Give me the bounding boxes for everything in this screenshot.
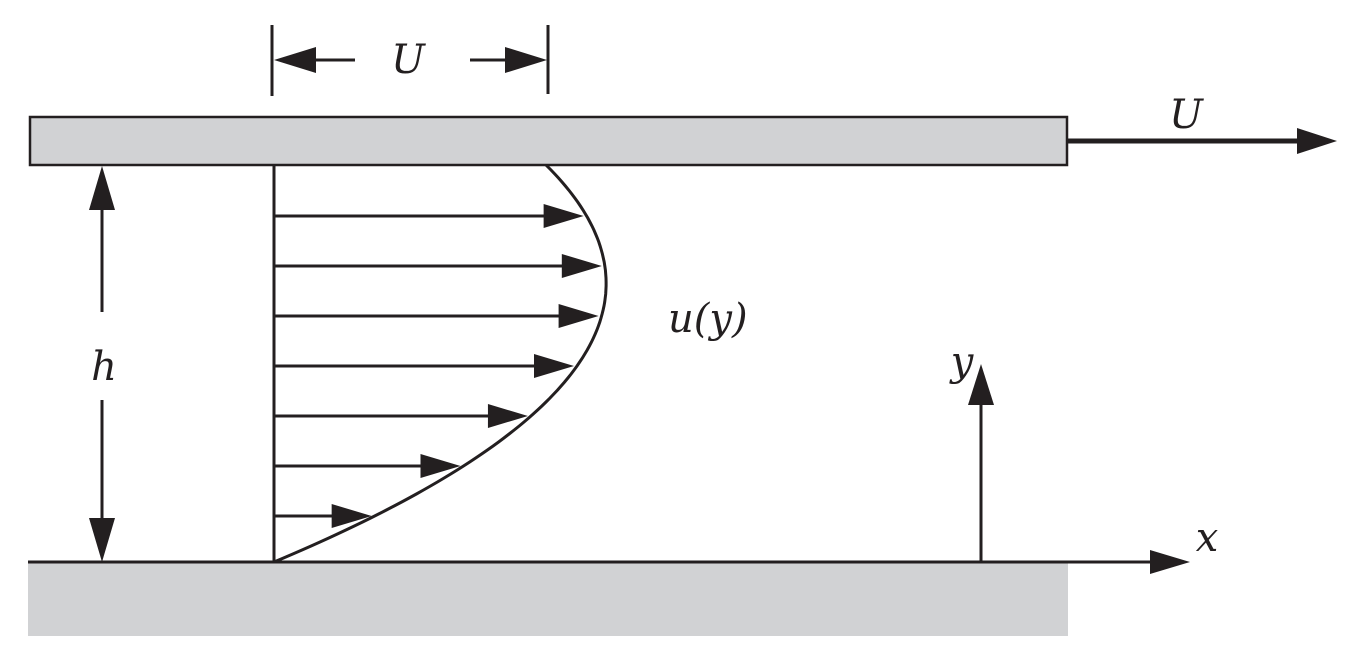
x-axis-arrowhead [1150,550,1190,574]
plate-velocity-label-right: U [1169,92,1204,138]
velocity-vectors [274,204,602,528]
velocity-vector-arrowhead [420,454,461,478]
velocity-vector-arrowhead [561,254,602,278]
velocity-vector-arrowhead [533,354,574,378]
y-axis-label: y [949,339,975,385]
velocity-profile-label: u(y) [668,296,748,342]
plate-velocity-arrow [1067,128,1337,154]
velocity-label-top: U [391,37,426,83]
top-moving-plate [28,115,1069,167]
height-dimension [89,166,115,562]
bottom-wall [28,562,1068,636]
x-axis-label: x [1196,515,1219,561]
height-label: h [91,344,117,390]
velocity-vector-arrowhead [331,504,372,528]
y-axis [968,364,994,562]
velocity-vector-arrowhead [543,204,584,228]
velocity-dimension-top [270,25,550,96]
y-axis-arrowhead [968,364,994,405]
velocity-vector-arrowhead [487,404,528,428]
velocity-vector-arrowhead [558,304,599,328]
velocity-profile-curve [273,163,608,564]
